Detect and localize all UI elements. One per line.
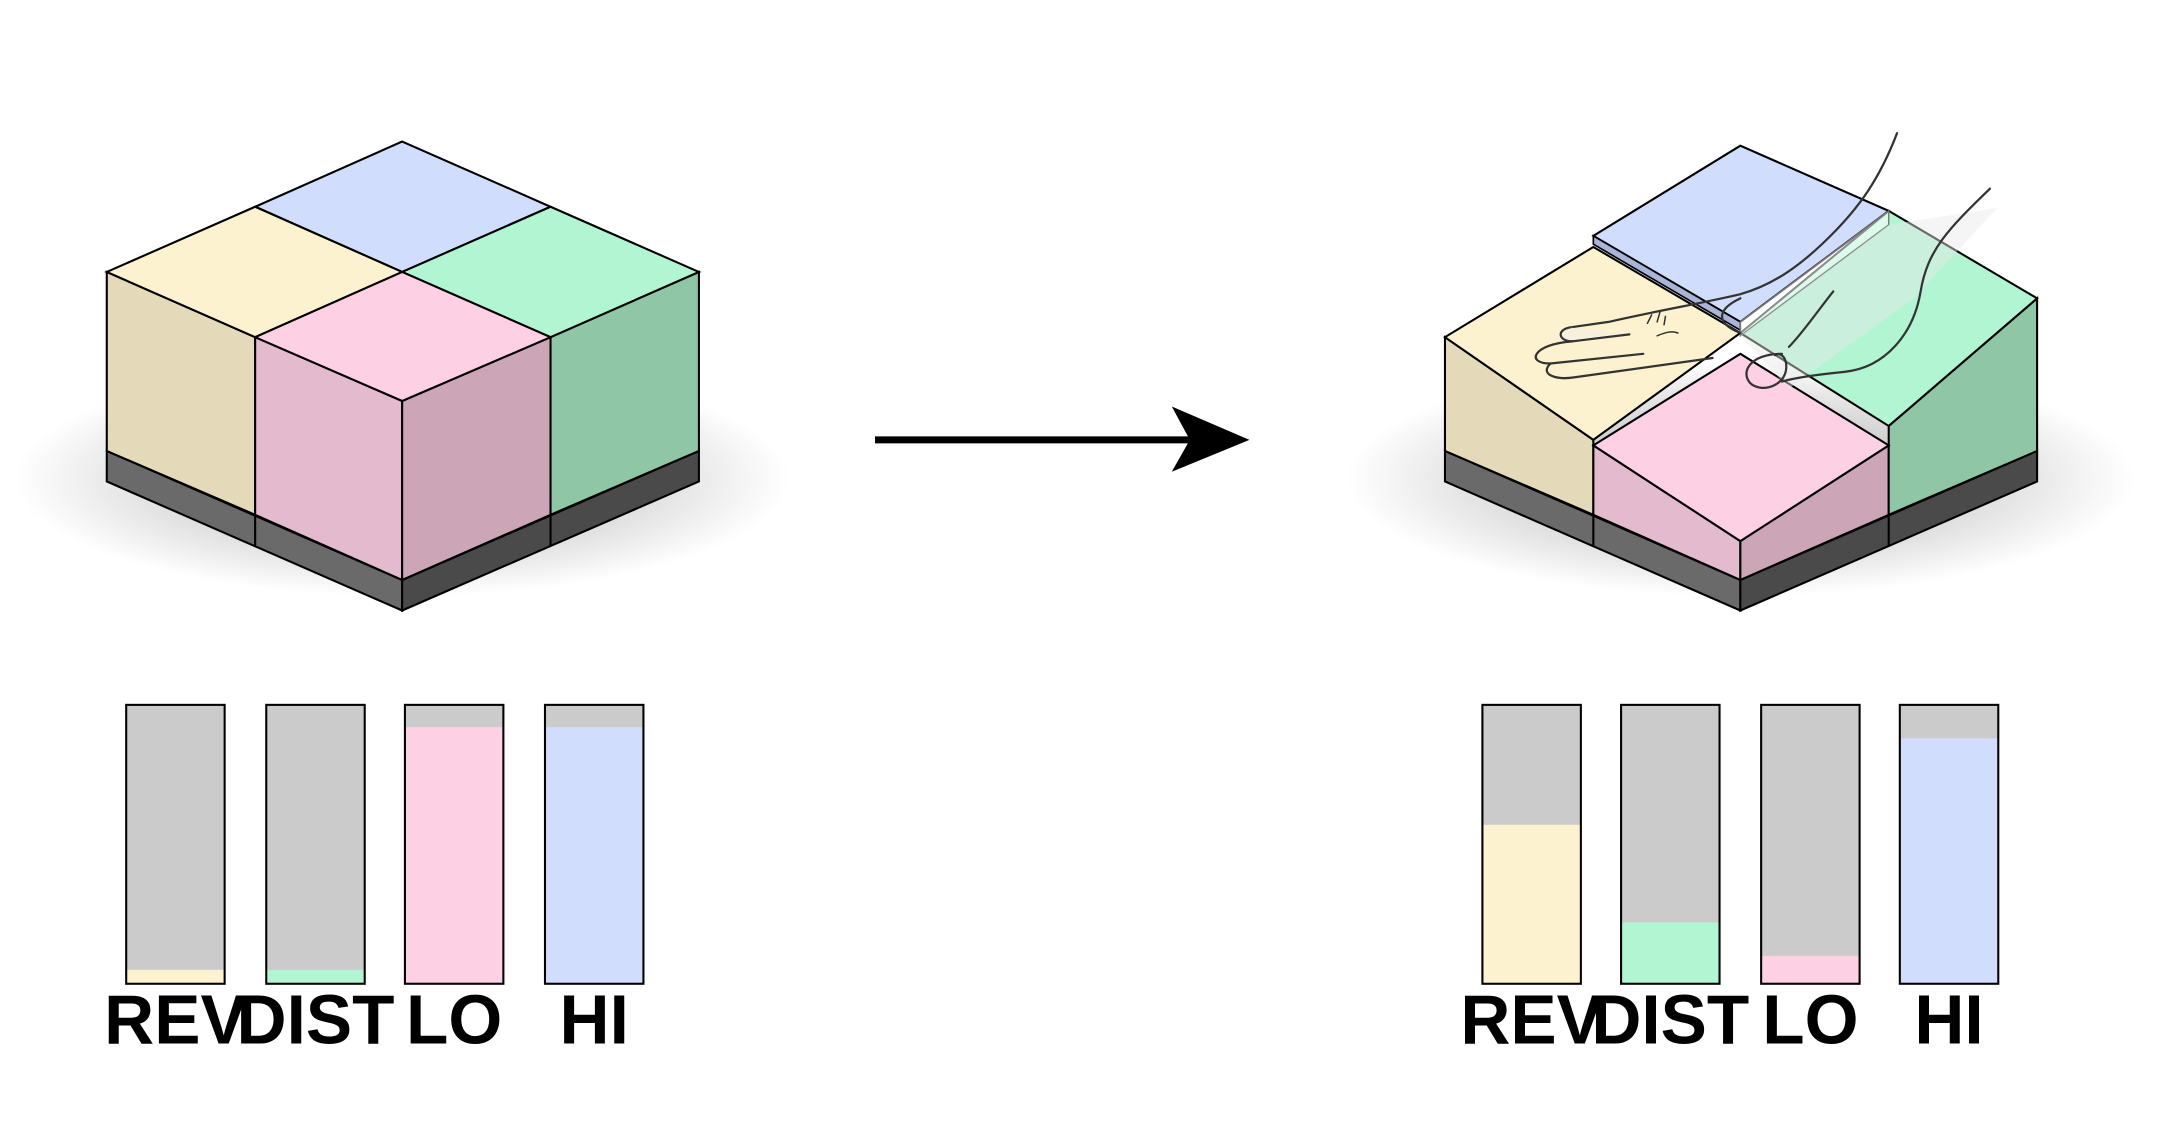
- before-hi-meter-border: [543, 703, 645, 985]
- after-lo-meter-fill: [1761, 955, 1860, 984]
- after-rev-meter-fill: [1482, 824, 1581, 984]
- before-hi-label: HI: [560, 980, 629, 1058]
- after-dist-meter-fill: [1621, 922, 1720, 984]
- before-block: [13, 140, 791, 613]
- before-rev-meter-border: [125, 703, 226, 985]
- after-hi-label: HI: [1914, 980, 1983, 1058]
- after-rev-meter-border: [1481, 703, 1582, 985]
- after-block: [1345, 132, 2136, 613]
- hand-pressing-icon: [1534, 132, 1992, 389]
- after-lo-label: LO: [1762, 980, 1858, 1058]
- flow-arrow-icon: [875, 406, 1250, 472]
- before-lo-meter-fill: [404, 727, 504, 984]
- before-hi-meter-fill: [544, 727, 644, 984]
- before-rev-meter-fill: [126, 969, 225, 984]
- after-lo-meter-border: [1760, 703, 1861, 985]
- after-dist-label: DIST: [1591, 980, 1749, 1058]
- before-dist-meter-border: [265, 703, 366, 985]
- before-lo-top: [252, 270, 554, 403]
- after-hi-meter-fill: [1899, 738, 1999, 984]
- before-dist-label: DIST: [237, 980, 395, 1058]
- before-rev-label: REV: [104, 980, 247, 1058]
- before-dist-meter-fill: [266, 969, 365, 984]
- before-dist-meter-track: [266, 704, 365, 984]
- before-lo-meter-border: [403, 703, 505, 985]
- after-rev-label: REV: [1460, 980, 1603, 1058]
- after-hi-meter-border: [1898, 703, 2000, 985]
- after-lo-meter-track: [1761, 704, 1860, 984]
- before-lo-label: LO: [406, 980, 502, 1058]
- after-dist-meter-border: [1620, 703, 1721, 985]
- after-lo-top: [1591, 352, 1891, 543]
- before-rev-meter-track: [126, 704, 225, 984]
